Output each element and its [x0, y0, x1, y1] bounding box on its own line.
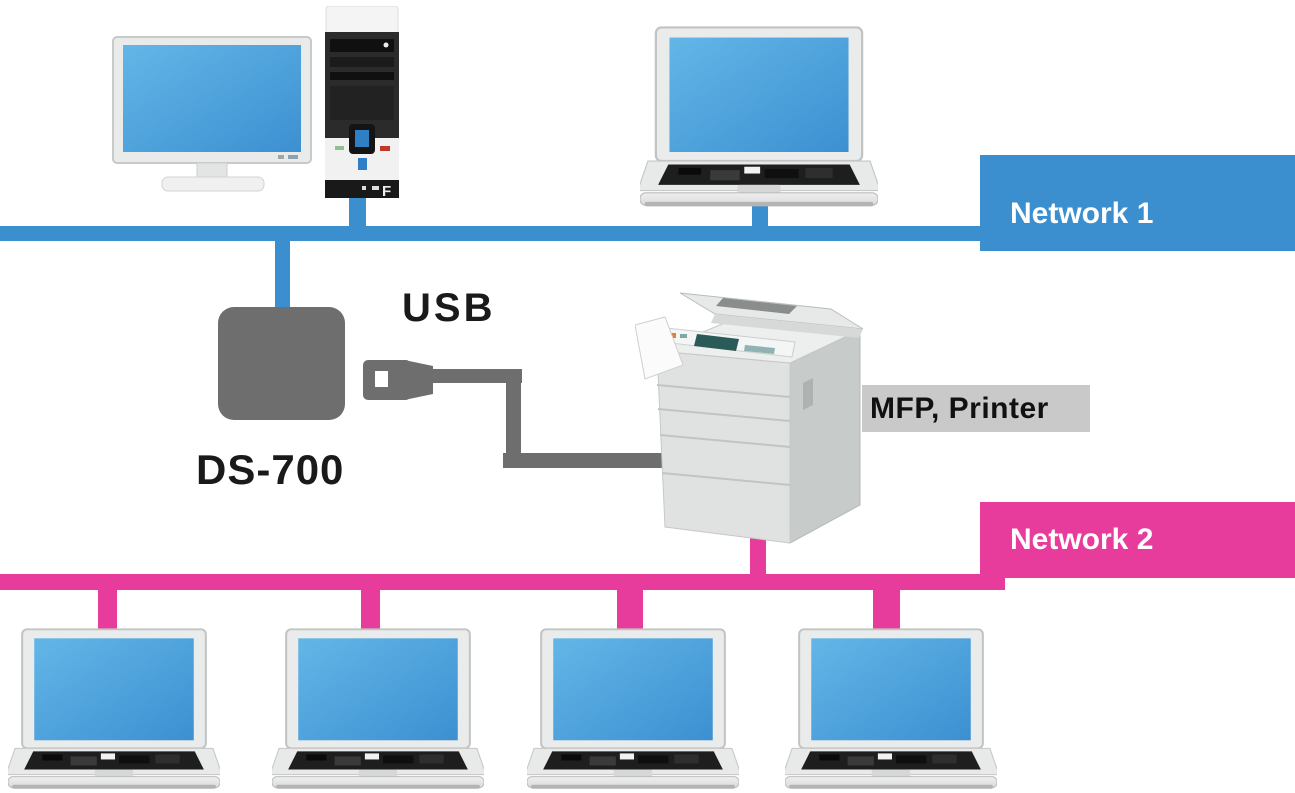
svg-text:F: F — [382, 183, 391, 198]
connector-network2-to-laptop1 — [98, 580, 117, 634]
network1-line — [0, 226, 990, 241]
network1-label-box: Network 1 — [980, 155, 1295, 251]
desktop-tower: F — [325, 6, 399, 198]
usb-label: USB — [402, 286, 496, 330]
laptop-network2-2 — [272, 628, 484, 792]
usb-cable — [363, 360, 668, 468]
connector-network2-to-laptop2 — [361, 580, 380, 634]
laptop-network1 — [640, 26, 878, 210]
connector-network1-to-ds700 — [275, 235, 290, 311]
desktop-monitor — [112, 36, 312, 192]
ds700-device — [218, 307, 345, 420]
network2-line — [0, 574, 1005, 590]
network1-label: Network 1 — [1010, 197, 1154, 230]
connector-tower-to-network1 — [349, 190, 366, 230]
network2-label-box: Network 2 — [980, 502, 1295, 578]
mfp-printer-label: MFP, Printer — [870, 391, 1049, 425]
printer-display-icon — [694, 334, 739, 351]
scanner-slot-icon — [716, 298, 797, 314]
mfp-printer — [635, 292, 864, 544]
laptop-network2-3 — [527, 628, 739, 792]
laptop-network2-1 — [8, 628, 220, 792]
network2-label: Network 2 — [1010, 523, 1154, 556]
ds700-label: DS-700 — [196, 446, 345, 493]
mfp-printer-label-box: MFP, Printer — [862, 385, 1090, 432]
laptop-network2-4 — [785, 628, 997, 792]
